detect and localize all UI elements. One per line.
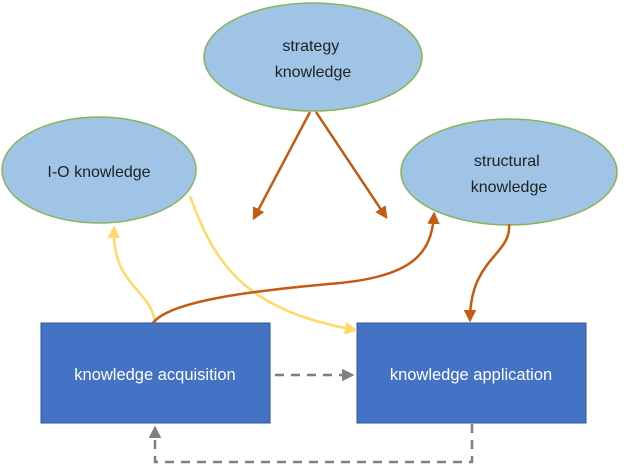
- structural-to-application-arrow: [463, 223, 511, 323]
- svg-text:strategy knowledge: strategy knowledge: [275, 38, 352, 81]
- acquisition-to-structural-arrow: [151, 211, 440, 324]
- knowledge-acquisition-label: knowledge acquisition: [74, 366, 235, 384]
- application-to-acquisition-dashed-arrow: [148, 424, 474, 464]
- strategy-left-arrow: [252, 111, 312, 221]
- io-knowledge-node: I-O knowledge: [1, 116, 197, 224]
- svg-text:I-O knowledge: I-O knowledge: [47, 164, 150, 181]
- structural-knowledge-node: structural knowledge: [400, 118, 618, 226]
- knowledge-application-label: knowledge application: [390, 366, 552, 384]
- io-to-application-arrow: [188, 195, 358, 335]
- structural-knowledge-label-line1: structural: [474, 153, 540, 170]
- knowledge-application-node: knowledge application: [356, 322, 587, 424]
- svg-text:knowledge application: knowledge application: [390, 366, 552, 384]
- knowledge-acquisition-node: knowledge acquisition: [40, 322, 271, 424]
- strategy-knowledge-label-line2: knowledge: [275, 64, 352, 81]
- io-knowledge-label: I-O knowledge: [47, 164, 150, 181]
- svg-text:knowledge acquisition: knowledge acquisition: [74, 366, 235, 384]
- strategy-knowledge-node: strategy knowledge: [203, 2, 423, 112]
- structural-knowledge-label-line2: knowledge: [471, 179, 548, 196]
- svg-text:structural knowledge: structural knowledge: [471, 153, 548, 196]
- strategy-right-arrow: [314, 111, 388, 220]
- strategy-knowledge-label-line1: strategy: [282, 38, 339, 55]
- acquisition-to-io-arrow: [107, 225, 157, 323]
